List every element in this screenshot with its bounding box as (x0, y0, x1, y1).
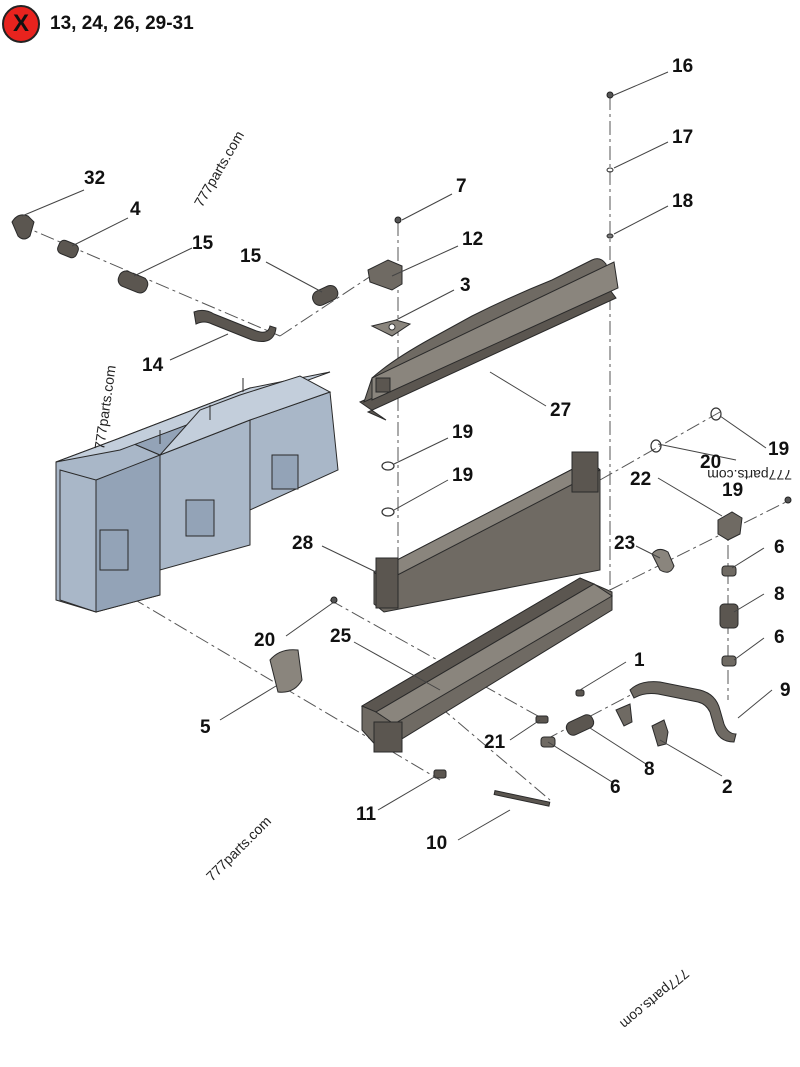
hose-8b (565, 714, 595, 736)
callout-2: 2 (722, 777, 733, 798)
bolt-11 (433, 769, 447, 779)
callout-28: 28 (292, 533, 313, 554)
o-ring-19d (710, 407, 722, 421)
watermark: 777parts.com (91, 364, 119, 450)
callout-18: 18 (672, 191, 693, 212)
bracket-2 (651, 719, 669, 747)
callout-4: 4 (130, 199, 141, 220)
callout-16: 16 (672, 56, 693, 77)
callout-5: 5 (200, 717, 211, 738)
excluded-items-header: X 13, 24, 26, 29-31 (2, 4, 194, 44)
bolt-16 (606, 91, 614, 99)
connector-12 (367, 259, 403, 291)
callout-19: 19 (722, 480, 743, 501)
bolt-20 (330, 596, 338, 604)
cooler-core-28 (373, 451, 601, 613)
leader-lines (21, 71, 773, 841)
engine-block (55, 371, 339, 613)
watermark: 777parts.com (617, 966, 692, 1033)
callout-numbers: 32 4 15 15 14 7 12 3 16 17 18 27 19 19 2… (84, 56, 791, 854)
washer-18 (606, 233, 614, 239)
callout-8: 8 (774, 584, 785, 605)
gasket-5 (269, 649, 303, 693)
callout-8: 8 (644, 759, 655, 780)
tube-9 (629, 681, 737, 743)
callout-3: 3 (460, 275, 471, 296)
callout-20: 20 (254, 630, 275, 651)
callout-17: 17 (672, 127, 693, 148)
callout-19: 19 (768, 439, 789, 460)
callout-20: 20 (700, 452, 721, 473)
callout-11: 11 (356, 804, 377, 825)
hose-8 (719, 603, 739, 629)
callout-15: 15 (240, 246, 262, 267)
callout-32: 32 (84, 168, 105, 189)
bolt-7 (394, 216, 402, 224)
hose-15b (312, 284, 339, 306)
bolt-20b (784, 496, 792, 504)
callout-10: 10 (426, 833, 447, 854)
callout-23: 23 (614, 533, 635, 554)
excluded-x-icon: X (2, 5, 40, 43)
callout-27: 27 (550, 400, 571, 421)
o-ring-19a (381, 461, 395, 471)
callout-9: 9 (780, 680, 791, 701)
callout-12: 12 (462, 229, 483, 250)
gasket-23 (651, 548, 675, 573)
callout-1: 1 (634, 650, 645, 671)
clamp-4 (57, 239, 79, 259)
stud-10 (493, 790, 551, 807)
callout-7: 7 (456, 176, 467, 197)
callout-21: 21 (484, 732, 506, 753)
o-ring-19c (650, 439, 662, 453)
watermark: 777parts.com (707, 467, 792, 483)
cover-27 (358, 258, 619, 421)
elbow-22 (717, 511, 743, 541)
callout-6: 6 (774, 537, 785, 558)
callout-19: 19 (452, 422, 473, 443)
callout-14: 14 (142, 355, 164, 376)
plug-1 (575, 689, 585, 697)
pipe-14 (193, 309, 277, 342)
callout-6: 6 (774, 627, 785, 648)
callout-15: 15 (192, 233, 214, 254)
bracket-2b (615, 703, 633, 727)
elbow-32 (11, 214, 35, 240)
callout-19: 19 (452, 465, 473, 486)
washer-17 (606, 167, 614, 173)
clamp-6a (721, 565, 737, 577)
callout-25: 25 (330, 626, 352, 647)
watermark: 777parts.com (203, 813, 274, 884)
callout-22: 22 (630, 469, 651, 490)
o-ring-19b (381, 507, 395, 517)
callout-6: 6 (610, 777, 621, 798)
hose-15 (117, 270, 149, 294)
watermark: 777parts.com (191, 128, 247, 209)
hose-assembly (11, 214, 403, 342)
excluded-items-list: 13, 24, 26, 29-31 (50, 13, 194, 34)
clamp-6b (721, 655, 737, 667)
